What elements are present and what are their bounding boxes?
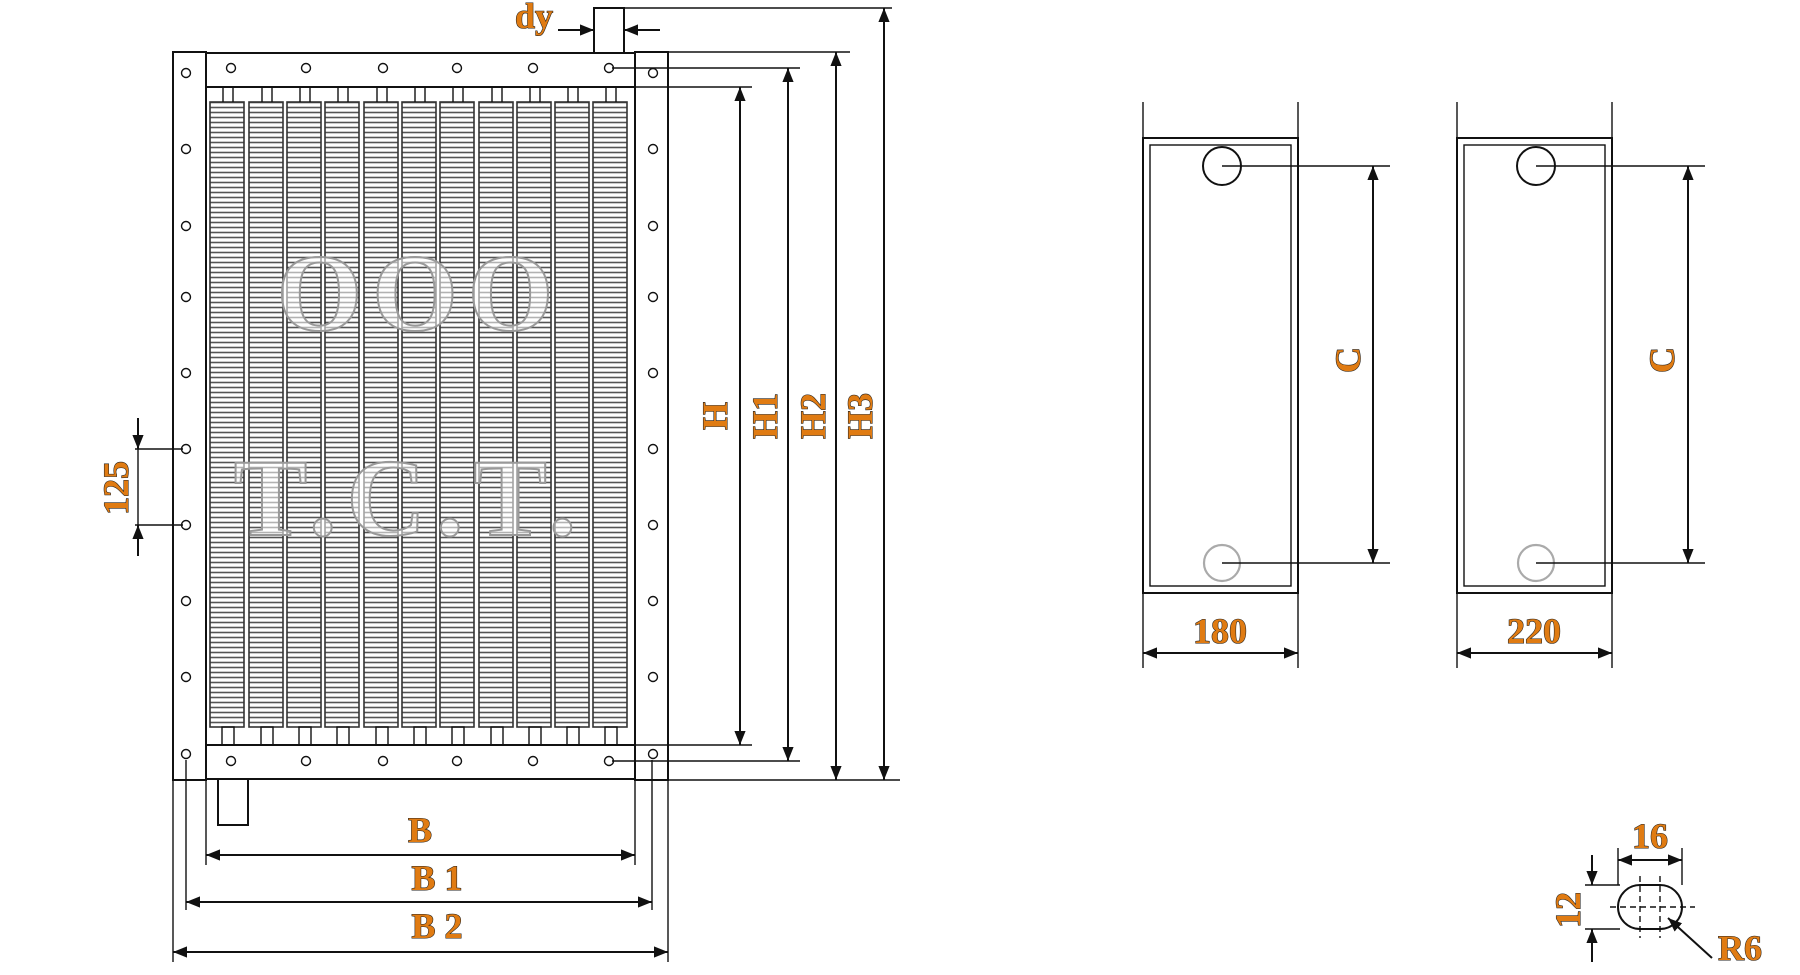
finned-tube xyxy=(286,101,322,728)
finned-tube xyxy=(592,101,628,728)
top-header-plate xyxy=(205,52,636,88)
slot-center-lines xyxy=(1610,876,1695,938)
side-view-outer xyxy=(1142,137,1299,594)
label-slot-16: 16 xyxy=(1632,816,1668,856)
tube-stubs xyxy=(221,87,618,746)
label-c-180: C xyxy=(1328,347,1368,373)
finned-tube xyxy=(439,101,475,728)
label-h1: H1 xyxy=(745,393,785,439)
label-width-220: 220 xyxy=(1507,611,1561,651)
watermark: OOO T.C.T. xyxy=(233,231,586,560)
dim-slot-r6 xyxy=(1667,917,1713,959)
label-h3: H3 xyxy=(840,393,880,439)
extension-lines xyxy=(135,7,900,962)
label-b1: B 1 xyxy=(411,858,462,898)
label-c-220: C xyxy=(1642,347,1682,373)
side-view-outer xyxy=(1456,137,1613,594)
dimension-lines xyxy=(173,7,890,958)
side-view-inner xyxy=(1149,144,1292,587)
finned-tube xyxy=(248,101,284,728)
label-h2: H2 xyxy=(793,393,833,439)
side-view-180-ext-lines xyxy=(1142,102,1390,668)
outlet-pipe xyxy=(217,778,249,826)
label-b: B xyxy=(408,810,432,850)
bottom-header-plate xyxy=(205,744,636,780)
label-b2: B 2 xyxy=(411,906,462,946)
heater-front-view: OOO T.C.T. xyxy=(95,0,900,962)
watermark-line-1: OOO xyxy=(277,232,564,354)
finned-tube xyxy=(516,101,552,728)
label-slot-12: 12 xyxy=(1548,892,1588,928)
label-slot-r6: R6 xyxy=(1718,928,1762,968)
left-flange xyxy=(172,51,207,781)
slot-detail: 16 12 R6 xyxy=(1547,815,1762,968)
finned-tube xyxy=(554,101,590,728)
side-view-inner xyxy=(1463,144,1606,587)
side-view-220-ext-lines xyxy=(1456,102,1705,668)
inlet-pipe xyxy=(593,7,625,54)
dim-125-arrows xyxy=(132,24,660,556)
label-dy: dy xyxy=(515,0,553,36)
label-width-180: 180 xyxy=(1193,611,1247,651)
finned-tube xyxy=(478,101,514,728)
finned-tube xyxy=(209,101,245,728)
side-view-180: C 180 xyxy=(1142,102,1390,668)
label-h: H xyxy=(695,402,735,430)
finned-tube xyxy=(324,101,360,728)
right-flange xyxy=(634,51,669,781)
finned-tube xyxy=(363,101,399,728)
finned-tube xyxy=(401,101,437,728)
label-pitch-125: 125 xyxy=(96,461,136,515)
watermark-line-2: T.C.T. xyxy=(234,437,586,559)
finned-tube-bank xyxy=(209,101,628,728)
side-view-220: C 220 xyxy=(1456,102,1705,668)
